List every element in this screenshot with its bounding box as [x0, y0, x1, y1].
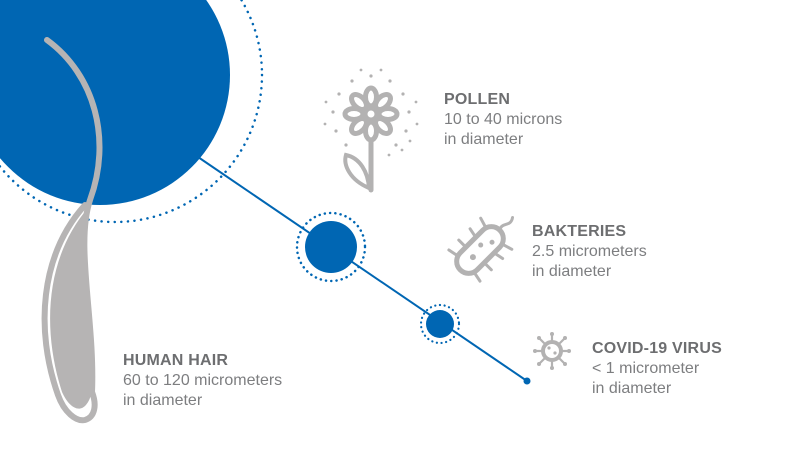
bacteria-measure: in diameter — [532, 263, 612, 280]
virus-size: < 1 micrometer — [592, 360, 700, 377]
hair-measure: in diameter — [123, 392, 203, 409]
bacteria-size: 2.5 micrometers — [532, 243, 647, 260]
hair-size: 60 to 120 micrometers — [123, 372, 283, 389]
hair-label: HUMAN HAIR 60 to 120 micrometers in diam… — [123, 351, 282, 411]
pollen-measure: in diameter — [444, 131, 524, 148]
hair-icon — [41, 37, 103, 424]
bacteria-label: BAKTERIES 2.5 micrometers in diameter — [532, 222, 647, 282]
virus-label: COVID-19 VIRUS < 1 micrometer in diamete… — [592, 339, 722, 399]
bacteria-scale-circle — [426, 310, 454, 338]
pollen-scale-circle — [305, 221, 357, 273]
flower-icon — [323, 68, 419, 193]
scale-connector-line — [197, 156, 528, 382]
virus-measure: in diameter — [592, 380, 672, 397]
virus-scale-dot — [523, 377, 531, 385]
pollen-label: POLLEN 10 to 40 microns in diameter — [444, 90, 562, 150]
hair-scale-circle — [0, 0, 230, 205]
virus-title: COVID-19 VIRUS — [592, 340, 722, 357]
bacteria-scale-dotted-ring — [419, 303, 461, 345]
bacteria-title: BAKTERIES — [532, 223, 627, 240]
pollen-scale-dotted-ring — [295, 211, 367, 283]
pollen-title: POLLEN — [444, 91, 511, 108]
hair-scale-dotted-ring — [0, 0, 264, 224]
virus-icon — [533, 332, 571, 370]
pollen-size: 10 to 40 microns — [444, 111, 563, 128]
bacteria-icon — [447, 215, 515, 283]
hair-title: HUMAN HAIR — [123, 352, 229, 369]
